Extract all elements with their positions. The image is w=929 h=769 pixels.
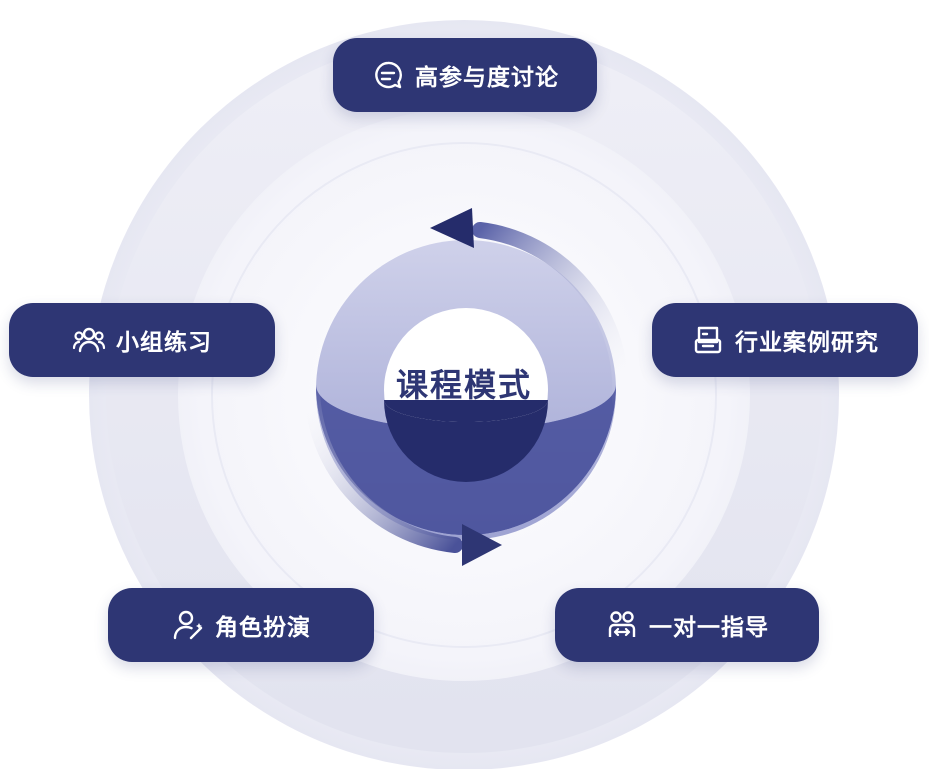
core-navy-top bbox=[384, 400, 548, 422]
mentoring-icon bbox=[605, 608, 639, 642]
node-role-play: 角色扮演 bbox=[108, 588, 374, 662]
arrow-top-head bbox=[430, 208, 474, 248]
arrow-top-arc bbox=[472, 222, 629, 408]
node-discussion: 高参与度讨论 bbox=[333, 38, 597, 112]
inner-guide-ring bbox=[211, 142, 717, 648]
core-navy bbox=[384, 400, 548, 482]
node-label: 一对一指导 bbox=[649, 615, 769, 641]
node-label: 小组练习 bbox=[116, 330, 212, 356]
group-icon bbox=[72, 323, 106, 357]
node-mentoring: 一对一指导 bbox=[555, 588, 819, 662]
node-group-practice: 小组练习 bbox=[9, 303, 275, 377]
node-case-study: 行业案例研究 bbox=[652, 303, 918, 377]
center-title: 课程模式 bbox=[395, 366, 532, 404]
document-print-icon bbox=[691, 323, 725, 357]
node-label: 高参与度讨论 bbox=[415, 65, 559, 91]
arrow-bottom-head bbox=[462, 524, 502, 566]
chat-bubble-icon bbox=[371, 58, 405, 92]
node-label: 行业案例研究 bbox=[735, 330, 879, 356]
node-label: 角色扮演 bbox=[215, 615, 311, 641]
arrow-bottom-arc bbox=[303, 372, 463, 553]
person-magic-icon bbox=[171, 608, 205, 642]
